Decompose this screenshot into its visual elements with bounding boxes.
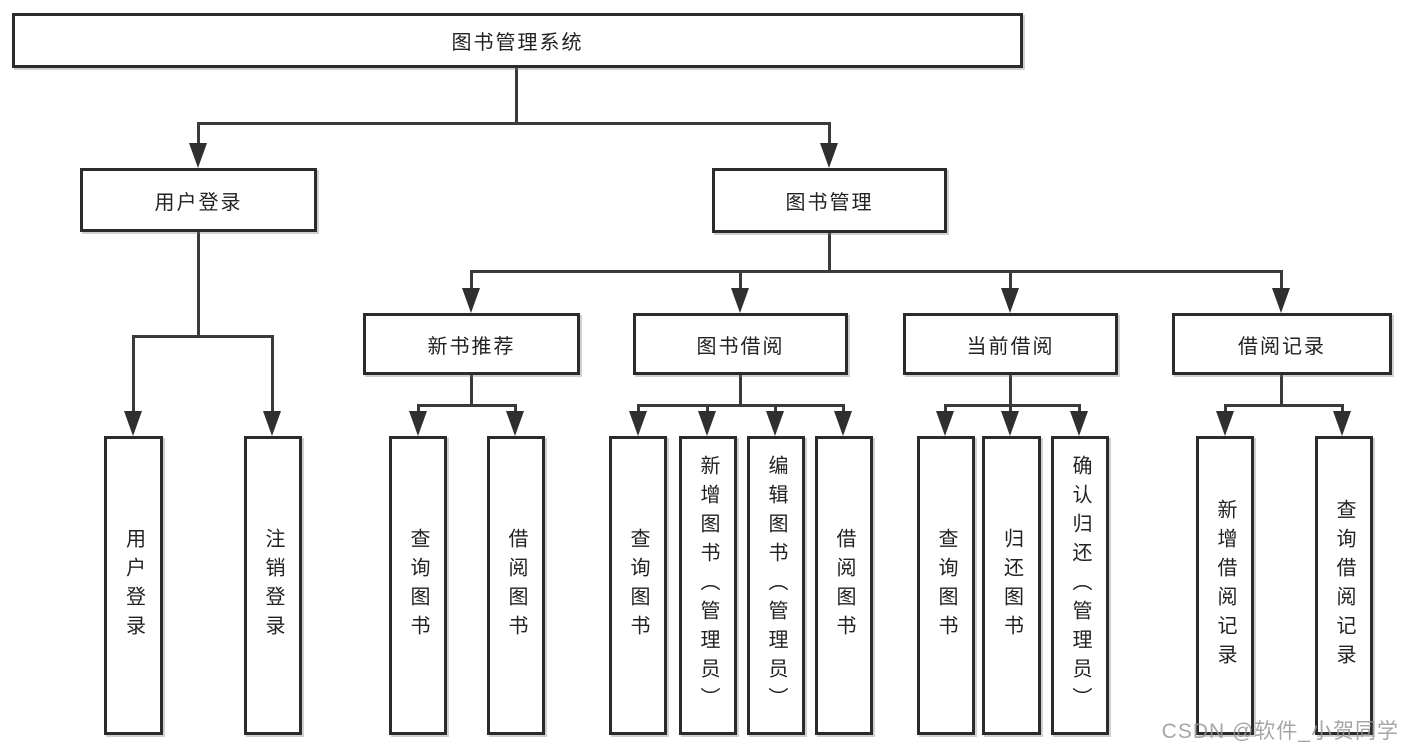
arrowhead-icon — [834, 411, 852, 436]
node-current-borrow: 当前借阅 — [903, 313, 1118, 375]
leaf-query-borrow-record: 查询借阅记录 — [1315, 436, 1373, 735]
node-new-book-recommend-label: 新书推荐 — [427, 335, 516, 358]
connector-user-login-stub — [197, 232, 200, 338]
connector-stub — [1280, 375, 1283, 407]
node-user-login-label: 用户登录 — [154, 191, 243, 214]
node-current-borrow-label: 当前借阅 — [966, 335, 1055, 358]
connector-book-mgmt-bar — [470, 270, 1282, 273]
node-borrow-records-label: 借阅记录 — [1238, 335, 1326, 358]
connector-leaf — [944, 404, 947, 414]
arrowhead-icon — [1272, 288, 1290, 313]
arrowhead-icon — [629, 411, 647, 436]
leaf-add-borrow-record: 新增借阅记录 — [1196, 436, 1254, 735]
connector-to-current-borrow — [1009, 270, 1012, 290]
node-new-book-recommend: 新书推荐 — [363, 313, 580, 375]
arrowhead-icon — [766, 411, 784, 436]
node-user-login: 用户登录 — [80, 168, 317, 232]
leaf-user-login: 用户登录 — [104, 436, 163, 735]
leaf-label: 新增图书（管理员） — [697, 455, 719, 716]
connector-stub — [739, 375, 742, 407]
arrowhead-icon — [263, 411, 281, 436]
leaf-label: 新增借阅记录 — [1214, 498, 1236, 673]
leaf-add-books-admin: 新增图书（管理员） — [679, 436, 737, 735]
node-book-management-label: 图书管理 — [785, 192, 874, 214]
connector-leaf — [706, 404, 709, 414]
connector-leaf — [1341, 404, 1344, 414]
leaf-logout: 注销登录 — [244, 436, 302, 735]
node-book-management: 图书管理 — [712, 168, 947, 233]
leaf-label: 用户登录 — [122, 527, 145, 644]
leaf-query-books-3: 查询图书 — [917, 436, 975, 735]
arrowhead-icon — [936, 411, 954, 436]
connector-root-bar — [197, 122, 831, 125]
connector-leaf — [132, 335, 135, 413]
leaf-borrow-books-1: 借阅图书 — [487, 436, 545, 735]
leaf-borrow-books-2: 借阅图书 — [815, 436, 873, 735]
connector-to-book-mgmt — [828, 122, 831, 146]
connector-to-user-login — [197, 122, 200, 146]
connector-to-borrow-records — [1280, 270, 1283, 290]
leaf-query-books-2: 查询图书 — [609, 436, 667, 735]
arrowhead-icon — [506, 411, 524, 436]
leaf-label: 查询借阅记录 — [1333, 498, 1355, 673]
node-root-label: 图书管理系统 — [451, 32, 584, 54]
leaf-query-books-1: 查询图书 — [389, 436, 447, 735]
leaf-label: 编辑图书（管理员） — [765, 455, 787, 716]
connector-bar — [637, 404, 845, 407]
leaf-label: 借阅图书 — [505, 527, 527, 644]
connector-bar — [944, 404, 1081, 407]
leaf-label: 归还图书 — [1000, 527, 1023, 644]
connector-to-new-books — [470, 270, 473, 290]
connector-bar — [1224, 404, 1344, 407]
leaf-label: 查询图书 — [627, 527, 649, 644]
node-borrow-records: 借阅记录 — [1172, 313, 1392, 375]
connector-bar — [417, 404, 517, 407]
arrowhead-icon — [124, 411, 142, 436]
connector-leaf — [1009, 404, 1012, 414]
arrowhead-icon — [698, 411, 716, 436]
node-book-borrow-label: 图书借阅 — [696, 335, 785, 358]
arrowhead-icon — [1001, 288, 1019, 313]
node-book-borrow: 图书借阅 — [633, 313, 848, 375]
leaf-label: 借阅图书 — [833, 527, 855, 644]
arrowhead-icon — [462, 288, 480, 313]
leaf-label: 确认归还（管理员） — [1069, 455, 1091, 716]
leaf-confirm-return-admin: 确认归还（管理员） — [1051, 436, 1109, 735]
arrowhead-icon — [1216, 411, 1234, 436]
connector-book-mgmt-stub — [828, 233, 831, 273]
connector-user-login-bar — [132, 335, 274, 338]
connector-leaf — [1078, 404, 1081, 414]
arrowhead-icon — [1001, 411, 1019, 436]
connector-to-book-borrow — [739, 270, 742, 290]
connector-leaf — [514, 404, 517, 414]
arrowhead-icon — [409, 411, 427, 436]
watermark: CSDN @软件_小贺同学 — [1161, 720, 1399, 743]
arrowhead-icon — [731, 288, 749, 313]
connector-root-stub — [515, 68, 518, 122]
leaf-label: 查询图书 — [935, 527, 957, 644]
arrowhead-icon — [820, 143, 838, 168]
connector-leaf — [271, 335, 274, 413]
connector-leaf — [1224, 404, 1227, 414]
connector-stub — [1009, 375, 1012, 407]
leaf-edit-books-admin: 编辑图书（管理员） — [747, 436, 805, 735]
leaf-label: 注销登录 — [262, 527, 284, 644]
arrowhead-icon — [189, 143, 207, 168]
arrowhead-icon — [1333, 411, 1351, 436]
connector-stub — [470, 375, 473, 407]
connector-leaf — [842, 404, 845, 414]
node-root: 图书管理系统 — [12, 13, 1023, 68]
leaf-label: 查询图书 — [407, 527, 429, 644]
arrowhead-icon — [1070, 411, 1088, 436]
connector-leaf — [774, 404, 777, 414]
connector-leaf — [637, 404, 640, 414]
connector-leaf — [417, 404, 420, 414]
leaf-return-books: 归还图书 — [982, 436, 1041, 735]
